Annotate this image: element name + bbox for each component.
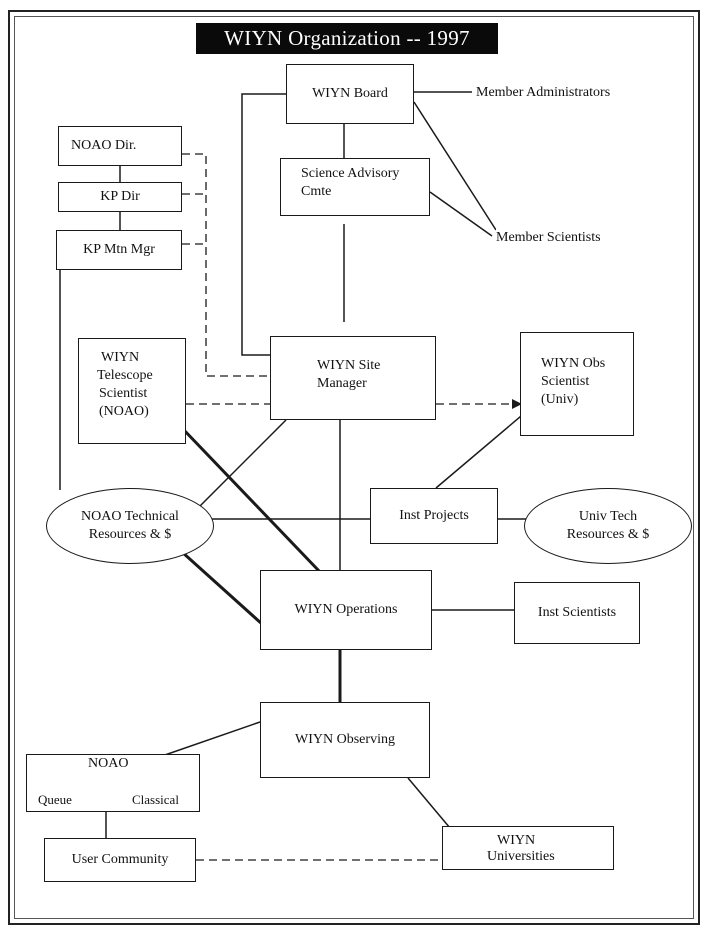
node-noao-label: NOAO: [88, 756, 129, 771]
node-science-advisory: Science Advisory Cmte: [280, 158, 430, 216]
node-noao-group: [26, 754, 200, 812]
line-tech-ops: [180, 550, 264, 626]
node-wiyn-universities: WIYN Universities: [442, 826, 614, 870]
node-telescope-scientist: WIYN Telescope Scientist (NOAO): [78, 338, 186, 444]
node-inst-scientists: Inst Scientists: [514, 582, 640, 644]
node-member-administrators: Member Administrators: [476, 84, 611, 102]
node-obs-scientist: WIYN Obs Scientist (Univ): [520, 332, 634, 436]
line-board-memsci: [413, 101, 497, 231]
line-obs-univ: [407, 777, 451, 829]
node-wiyn-observing: WIYN Observing: [260, 702, 430, 778]
line-telsci-ops: [180, 426, 322, 574]
node-wiyn-operations: WIYN Operations: [260, 570, 432, 650]
inner-border: [14, 16, 694, 919]
node-inst-projects: Inst Projects: [370, 488, 498, 544]
node-kp-dir: KP Dir: [58, 182, 182, 212]
node-user-community: User Community: [44, 838, 196, 882]
node-member-scientists: Member Scientists: [496, 229, 601, 247]
node-noao-dir: NOAO Dir.: [58, 126, 182, 166]
outer-border: [8, 10, 700, 925]
node-wiyn-board: WIYN Board: [286, 64, 414, 124]
node-classical: Classical: [132, 792, 179, 807]
node-univ-tech: Univ Tech Resources & $: [524, 488, 692, 564]
line-site-tech: [199, 419, 287, 507]
dash-noao-dir: [182, 153, 270, 377]
node-site-manager: WIYN Site Manager: [270, 336, 436, 420]
node-queue: Queue: [38, 792, 72, 807]
line-obs-noao: [161, 721, 261, 757]
line-board-site: [241, 93, 286, 356]
line-sac-memsci: [429, 191, 493, 237]
diagram-title: WIYN Organization -- 1997: [196, 23, 498, 54]
node-noao-technical: NOAO Technical Resources & $: [46, 488, 214, 564]
node-kp-mtn-mgr: KP Mtn Mgr: [56, 230, 182, 270]
arrowhead: [512, 399, 522, 409]
